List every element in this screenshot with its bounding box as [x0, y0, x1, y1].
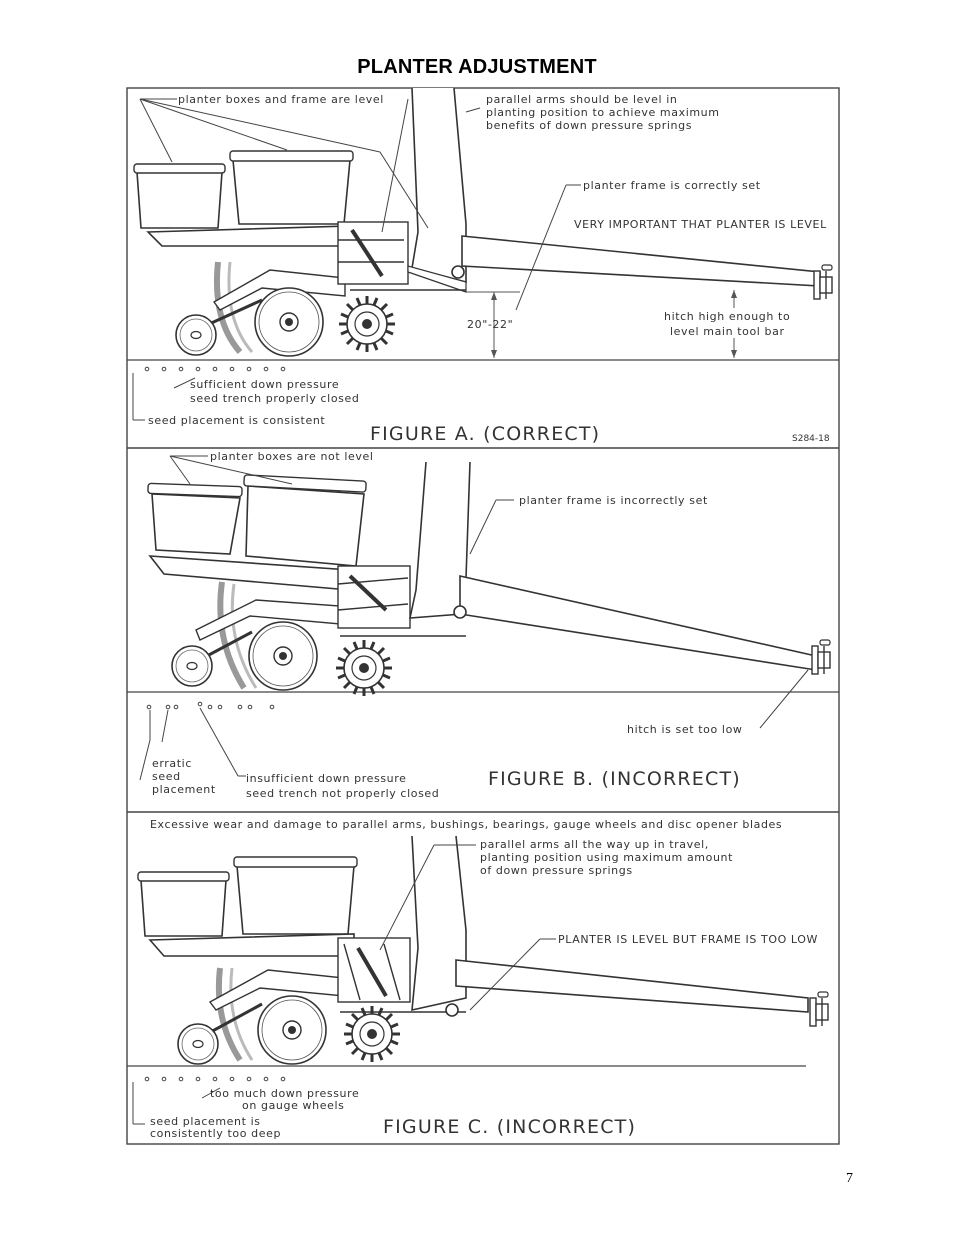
label-placement-line1: seed placement is [150, 1115, 261, 1128]
label-pressure-line2: seed trench not properly closed [246, 787, 439, 800]
tool-bar [459, 575, 817, 671]
label-erratic-line2: seed [152, 770, 181, 783]
label-pressure-line2: seed trench properly closed [190, 392, 359, 405]
planter-frame [148, 933, 355, 957]
caption-figure-b: FIGURE B. (INCORRECT) [488, 768, 741, 790]
figure-a-panel: planter boxes and frame are level parall… [127, 87, 839, 445]
figure-b-panel: planter boxes are not level planter fram… [127, 450, 839, 800]
label-excessive-wear: Excessive wear and damage to parallel ar… [150, 818, 782, 831]
label-frame-correct: planter frame is correctly set [583, 179, 761, 192]
label-hitch-line2: level main tool bar [670, 325, 785, 338]
label-placement: seed placement is consistent [148, 414, 325, 427]
figure-frame [126, 87, 840, 1145]
label-pressure-line1: sufficient down pressure [190, 378, 339, 391]
label-height: 20"-22" [467, 318, 513, 331]
label-frame-too-low: PLANTER IS LEVEL BUT FRAME IS TOO LOW [558, 933, 818, 946]
label-arms-line3: benefits of down pressure springs [486, 119, 692, 132]
seed-hopper [136, 171, 223, 229]
label-very-important: VERY IMPORTANT THAT PLANTER IS LEVEL [574, 218, 827, 231]
figure-code: S284-18 [792, 434, 830, 444]
planter-frame [146, 225, 351, 247]
label-placement-line2: consistently too deep [150, 1127, 281, 1140]
seed-hopper [232, 159, 351, 225]
label-arms-line3: of down pressure springs [480, 864, 633, 877]
seed-hopper [151, 493, 241, 555]
label-pressure-line1: too much down pressure [210, 1087, 359, 1100]
label-boxes-level: planter boxes and frame are level [178, 93, 384, 106]
label-hitch-line1: hitch high enough to [664, 310, 790, 323]
seed-row [144, 366, 286, 372]
label-erratic-line3: placement [152, 783, 216, 796]
label-boxes-not-level: planter boxes are not level [210, 450, 374, 463]
seed-row [146, 701, 275, 710]
page-title: PLANTER ADJUSTMENT [357, 56, 597, 78]
label-pressure-line2: on gauge wheels [242, 1099, 344, 1112]
label-erratic-line1: erratic [152, 757, 192, 770]
page-number: 7 [846, 1171, 853, 1186]
label-arms-line2: planting position using maximum amount [480, 851, 733, 864]
seed-hopper [236, 865, 355, 935]
label-frame-incorrect: planter frame is incorrectly set [519, 494, 708, 507]
label-hitch-low: hitch is set too low [627, 723, 743, 736]
seed-hopper [245, 485, 365, 567]
seed-row [144, 1076, 286, 1082]
label-arms-line1: parallel arms all the way up in travel, [480, 838, 709, 851]
tool-bar [461, 235, 821, 287]
label-pressure-line1: insufficient down pressure [246, 772, 406, 785]
caption-figure-a: FIGURE A. (CORRECT) [370, 423, 600, 445]
caption-figure-c: FIGURE C. (INCORRECT) [383, 1116, 636, 1138]
tool-bar [455, 959, 809, 1013]
label-arms-line1: parallel arms should be level in [486, 93, 678, 106]
figure-c-panel: Excessive wear and damage to parallel ar… [127, 818, 829, 1140]
seed-hopper [140, 879, 227, 937]
label-arms-line2: planting position to achieve maximum [486, 106, 720, 119]
